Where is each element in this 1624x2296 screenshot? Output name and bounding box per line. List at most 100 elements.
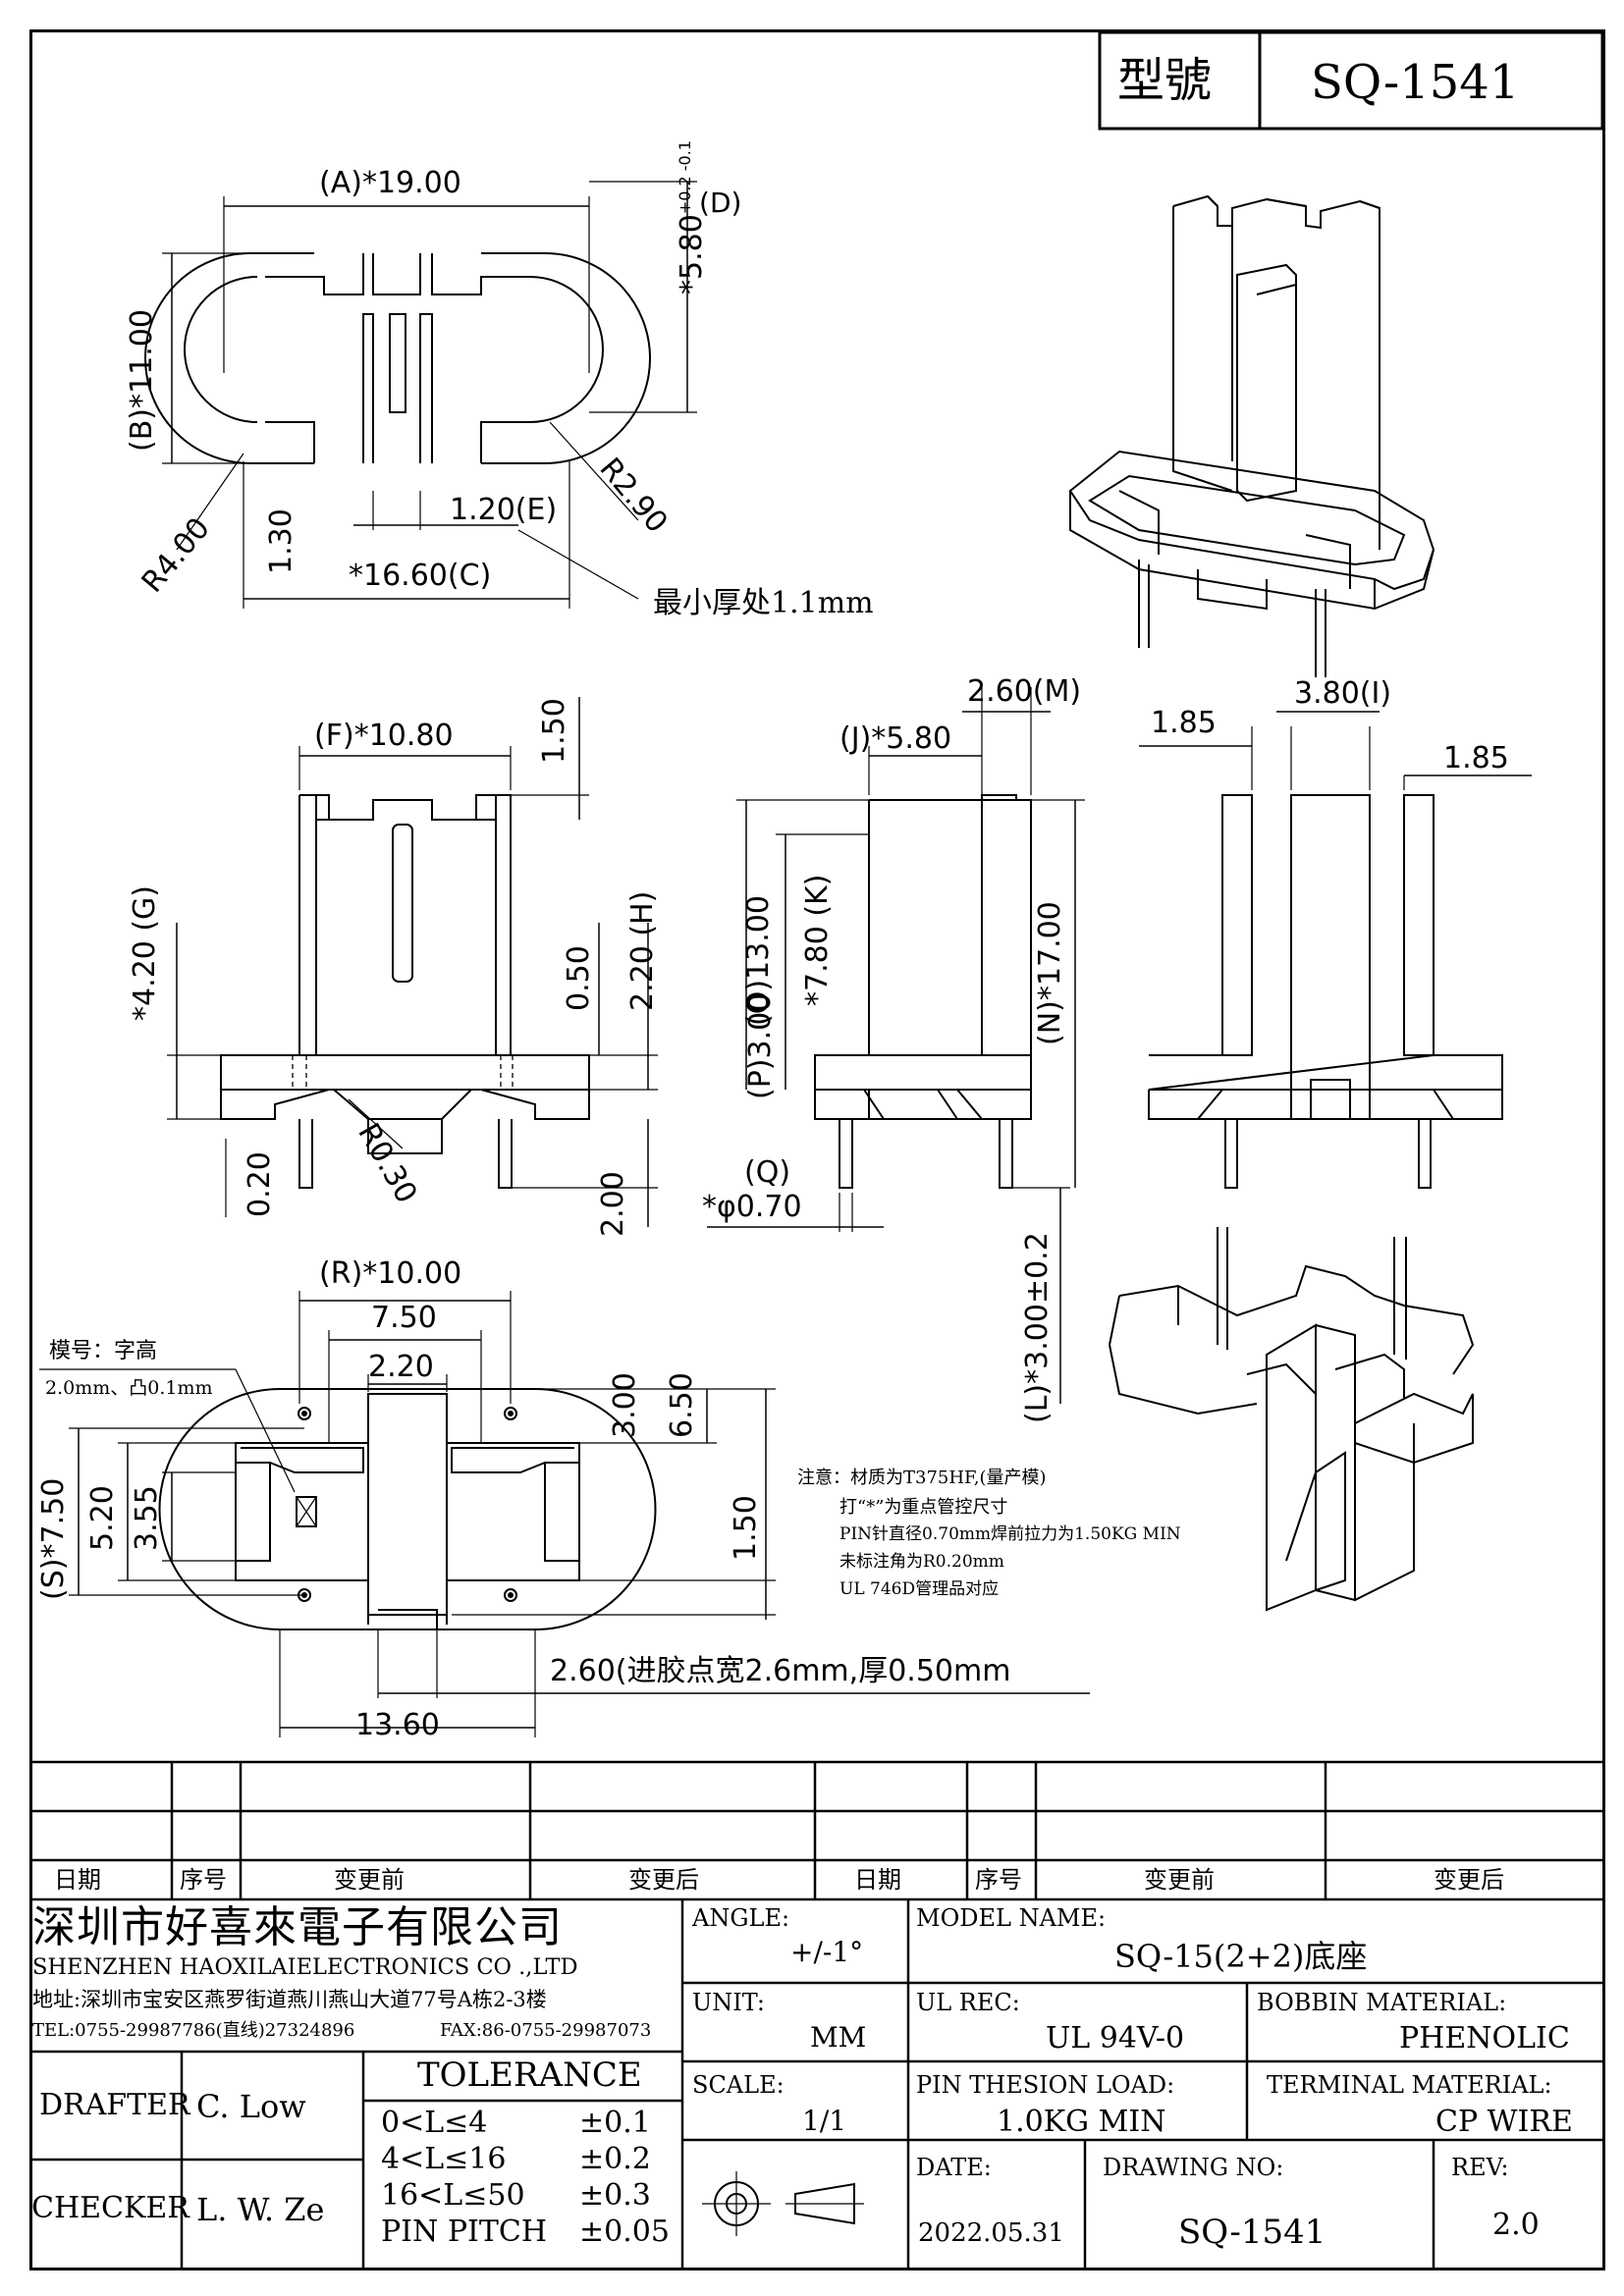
model-label: MODEL NAME: bbox=[916, 1904, 1107, 1932]
terminal-material-value: CP WIRE bbox=[1435, 2105, 1573, 2139]
drafter-name: C. Low bbox=[196, 2088, 306, 2125]
rev-header-seq-1: 序号 bbox=[180, 1866, 227, 1894]
min-thickness-note: 最小厚处1.1mm bbox=[653, 586, 874, 620]
bobbin-material-label: BOBBIN MATERIAL: bbox=[1257, 1989, 1507, 2016]
dim-p-tag: P bbox=[743, 1070, 778, 1089]
checker-label: CHECKER bbox=[31, 2191, 189, 2225]
dim-c-value: 16.60 bbox=[363, 559, 448, 593]
scale-label: SCALE: bbox=[692, 2071, 785, 2099]
isometric-view-bottom bbox=[1109, 1227, 1475, 1612]
bobbin-material-value: PHENOLIC bbox=[1399, 2021, 1570, 2056]
tol-value-1: ±0.1 bbox=[579, 2106, 651, 2140]
rev-header-date-1: 日期 bbox=[54, 1866, 101, 1894]
isometric-view-top bbox=[1068, 194, 1435, 677]
dim-h-value: 2.20 bbox=[625, 945, 660, 1011]
side-view bbox=[707, 687, 1085, 1404]
header-frame bbox=[1098, 30, 1604, 131]
dim-h: 2.20 (H) bbox=[625, 890, 660, 1011]
drawing-sheet bbox=[29, 29, 1605, 2270]
dim-150b: 1.50 bbox=[729, 1495, 763, 1561]
rev-header-after-2: 变更后 bbox=[1434, 1866, 1504, 1894]
dim-d-letter: D bbox=[709, 187, 731, 219]
dim-b: (B)*11.00 bbox=[125, 309, 159, 452]
dim-220: 2.20 bbox=[368, 1350, 434, 1384]
back-view bbox=[1139, 711, 1532, 1189]
checker-name: L. W. Ze bbox=[196, 2191, 325, 2228]
dim-a: (A)*19.00 bbox=[319, 166, 461, 200]
dim-c: *16.60(C) bbox=[349, 559, 492, 593]
dim-b-tag: B bbox=[125, 419, 159, 441]
dim-020: 0.20 bbox=[243, 1151, 277, 1217]
dim-j-value: 5.80 bbox=[886, 721, 952, 756]
company-name-cn: 深圳市好喜來電子有限公司 bbox=[32, 1902, 563, 1952]
company-name-en: SHENZHEN HAOXILAIELECTRONICS CO .,LTD bbox=[32, 1954, 578, 1980]
dim-r-tag: R bbox=[330, 1256, 352, 1291]
dim-d-tol-dn: -0.1 bbox=[676, 140, 694, 172]
dim-l: (L)*3.00±0.2 bbox=[1020, 1232, 1055, 1423]
ul-value: UL 94V-0 bbox=[1046, 2021, 1185, 2056]
dim-m-value: 2.60 bbox=[967, 674, 1033, 709]
drawing-no-value: SQ-1541 bbox=[1178, 2213, 1326, 2252]
dim-a-tag: A bbox=[330, 166, 352, 200]
dim-185b: 1.85 bbox=[1443, 741, 1509, 775]
dim-s-value: 7.50 bbox=[36, 1477, 71, 1544]
dim-n: (N)*17.00 bbox=[1033, 901, 1067, 1045]
date-value: 2022.05.31 bbox=[918, 2218, 1064, 2248]
dim-i-tag: I bbox=[1371, 676, 1380, 711]
marking-note-1: 模号：字高 bbox=[49, 1339, 158, 1363]
dim-d-tol-up: +0.2 bbox=[676, 176, 694, 215]
company-address: 地址:深圳市宝安区燕罗街道燕川燕山大道77号A栋2-3楼 bbox=[32, 1988, 547, 2011]
rev-header-after-1: 变更后 bbox=[628, 1866, 699, 1894]
dim-050: 0.50 bbox=[562, 945, 596, 1011]
dim-q-tag: (Q) bbox=[744, 1155, 791, 1190]
dim-q-letter: Q bbox=[755, 1155, 780, 1190]
dim-k-tag: K bbox=[800, 885, 835, 905]
terminal-material-label: TERMINAL MATERIAL: bbox=[1267, 2071, 1552, 2099]
angle-value: +/-1° bbox=[790, 1936, 864, 1968]
tol-range-4: PIN PITCH bbox=[381, 2215, 547, 2249]
note-4: 未标注角为R0.20mm bbox=[839, 1552, 1004, 1572]
dim-a-value: 19.00 bbox=[376, 166, 461, 200]
tol-value-3: ±0.3 bbox=[579, 2178, 651, 2213]
rev-header-before-2: 变更前 bbox=[1144, 1866, 1215, 1894]
dim-m-tag: M bbox=[1044, 674, 1070, 709]
dim-e: 1.20(E) bbox=[450, 493, 558, 527]
company-tel: TEL:0755-29987786(直线)27324896 bbox=[32, 2020, 355, 2041]
dim-f-value: 10.80 bbox=[368, 719, 454, 753]
dim-c-tag: C bbox=[459, 559, 480, 593]
tol-range-3: 16<L≤50 bbox=[381, 2178, 525, 2213]
dim-q-value: 0.70 bbox=[735, 1190, 802, 1224]
header-part-number: SQ-1541 bbox=[1311, 55, 1520, 110]
tol-value-4: ±0.05 bbox=[579, 2215, 670, 2249]
dim-b-value: 11.00 bbox=[125, 309, 159, 394]
dim-130: 1.30 bbox=[264, 508, 298, 574]
scale-value: 1/1 bbox=[802, 2105, 847, 2137]
dim-m: 2.60(M) bbox=[967, 674, 1082, 709]
tol-range-1: 0<L≤4 bbox=[381, 2106, 488, 2140]
dim-h-tag: H bbox=[625, 902, 660, 925]
dim-f: (F)*10.80 bbox=[314, 719, 454, 753]
dim-e-value: 1.20 bbox=[450, 493, 515, 527]
dim-l-value: 3.00±0.2 bbox=[1020, 1232, 1055, 1369]
tol-range-2: 4<L≤16 bbox=[381, 2142, 507, 2176]
dim-j: (J)*5.80 bbox=[839, 721, 952, 756]
tol-value-2: ±0.2 bbox=[579, 2142, 651, 2176]
dim-i: 3.80(I) bbox=[1294, 676, 1392, 711]
note-5: UL 746D管理品对应 bbox=[839, 1579, 1000, 1599]
note-1: 注意：材质为T375HF,(量产模) bbox=[797, 1468, 1047, 1488]
dim-r: (R)*10.00 bbox=[319, 1256, 462, 1291]
revision-grid bbox=[29, 1760, 1605, 1901]
dim-d-value: 5.80 bbox=[675, 214, 709, 280]
ul-label: UL REC: bbox=[916, 1989, 1020, 2016]
angle-label: ANGLE: bbox=[692, 1904, 790, 1932]
dim-d-tag: (D) bbox=[699, 187, 742, 219]
bottom-view bbox=[39, 1291, 1090, 1737]
rev-header-seq-2: 序号 bbox=[975, 1866, 1022, 1894]
dim-k: *7.80 (K) bbox=[800, 874, 835, 1006]
dim-200: 2.00 bbox=[596, 1171, 630, 1237]
title-block-grid bbox=[29, 1899, 1605, 2270]
front-view bbox=[167, 697, 658, 1227]
dim-g-value: 4.20 bbox=[128, 940, 162, 1006]
dim-750: 7.50 bbox=[371, 1301, 437, 1335]
